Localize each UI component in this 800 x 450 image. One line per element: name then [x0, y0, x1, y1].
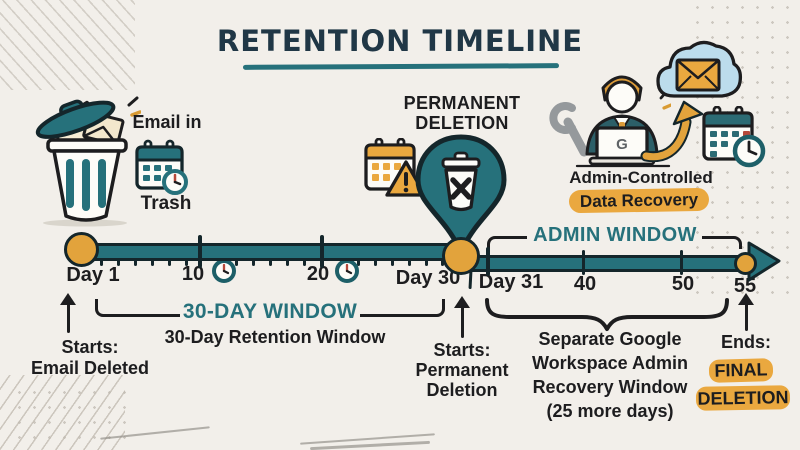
major-tick-day50	[680, 250, 683, 275]
tick-label-day40: 40	[573, 273, 597, 295]
arrow-up-day55	[738, 293, 754, 305]
minor-tick	[357, 257, 360, 266]
admin-user-laptop-icon: G	[575, 75, 671, 168]
tick-label-day50: 50	[671, 273, 695, 295]
minor-tick	[374, 257, 377, 266]
start-permanent-line1: Starts:	[433, 340, 491, 360]
minor-tick	[286, 257, 289, 266]
page-title: RETENTION TIMELINE	[216, 24, 584, 58]
minor-tick	[168, 257, 171, 266]
timeline-bar-admin	[458, 255, 758, 272]
tick-label-day31: Day 31	[478, 271, 544, 293]
minor-tick	[303, 257, 306, 266]
major-tick-day40	[582, 250, 585, 275]
admin-note-line4: (25 more days)	[546, 401, 674, 421]
calendar-warning-icon	[364, 138, 427, 197]
clock-icon	[335, 259, 359, 283]
arrow-up-day30	[454, 296, 470, 308]
tick-label-day10: 10	[181, 263, 205, 285]
major-tick-day20	[320, 235, 324, 268]
minor-tick	[269, 257, 272, 266]
trash-can-with-emails-icon	[35, 96, 141, 227]
permanent-deletion-title: PERMANENT DELETION	[385, 93, 539, 133]
tick-label-day1: Day 1	[66, 264, 120, 286]
laptop-g-logo: G	[616, 136, 628, 153]
permanent-deletion-line1: PERMANENT	[403, 93, 521, 113]
start-permanent-line3: Deletion	[426, 380, 498, 400]
clock-icon	[212, 259, 236, 283]
admin-recovery-brace	[485, 298, 729, 331]
start-email-line1: Starts:	[61, 337, 119, 357]
timeline-bar-retention	[78, 243, 470, 261]
arrow-up-day30-shaft	[460, 306, 464, 338]
retention-window-label: 30-DAY WINDOW	[182, 300, 358, 323]
admin-note-line2: Workspace Admin	[531, 353, 689, 373]
map-pin-deleted-trash-icon	[415, 134, 507, 252]
annotation-ends-label: Ends:	[720, 332, 771, 352]
permanent-deletion-line2: DELETION	[415, 113, 509, 134]
major-tick-day10	[198, 235, 202, 268]
arrow-up-day1-shaft	[66, 303, 70, 333]
email-in-label: Email in	[132, 112, 202, 132]
retention-window-sublabel: 30-Day Retention Window	[164, 327, 386, 347]
retention-bracket-left	[95, 299, 180, 317]
marker-day30	[442, 237, 480, 275]
admin-window-bracket-right	[702, 236, 742, 249]
minor-tick	[185, 257, 188, 266]
arrow-up-day1	[60, 293, 76, 305]
tick-label-day20: 20	[306, 263, 330, 285]
trash-label: Trash	[140, 193, 192, 214]
major-tick-day31	[486, 247, 490, 276]
start-email-line2: Email Deleted	[30, 358, 150, 378]
minor-tick	[151, 257, 154, 266]
admin-window-bracket-left	[487, 236, 527, 249]
wrench-icon	[549, 102, 589, 157]
annotation-start-email: Starts: Email Deleted	[15, 337, 165, 379]
recovery-arrow-icon	[640, 100, 704, 162]
annotation-start-permanent: Starts: Permanent Deletion	[392, 340, 532, 400]
deletion-highlight: DELETION	[695, 385, 791, 411]
admin-note-line1: Separate Google	[538, 329, 682, 349]
annotation-admin-note: Separate Google Workspace Admin Recovery…	[518, 327, 702, 423]
final-highlight: FINAL	[708, 358, 774, 383]
admin-controlled-label: Admin-Controlled	[569, 168, 713, 187]
admin-window-label: ADMIN WINDOW	[533, 224, 697, 246]
data-recovery-highlight: Data Recovery	[568, 187, 710, 214]
arrow-up-day55-shaft	[744, 303, 748, 331]
minor-tick	[391, 257, 394, 266]
minor-tick	[425, 257, 428, 266]
start-permanent-line2: Permanent	[415, 360, 509, 380]
minor-tick	[252, 257, 255, 266]
marker-day55	[734, 252, 757, 275]
corner-hatch-top-left	[0, 0, 135, 90]
calendar-clock-admin-icon	[702, 106, 766, 168]
calendar-clock-icon	[135, 139, 188, 195]
minor-tick	[134, 257, 137, 266]
title-underline	[242, 63, 560, 70]
minor-tick	[100, 257, 103, 266]
tick-label-day30: Day 30	[395, 267, 461, 289]
minor-tick	[408, 257, 411, 266]
minor-tick	[235, 257, 238, 266]
retention-bracket-right	[360, 299, 445, 317]
minor-tick	[117, 257, 120, 266]
trash-lid	[35, 99, 116, 139]
admin-note-line3: Recovery Window	[532, 377, 688, 397]
cloud-email-icon	[656, 40, 743, 98]
marker-day1	[64, 232, 99, 267]
